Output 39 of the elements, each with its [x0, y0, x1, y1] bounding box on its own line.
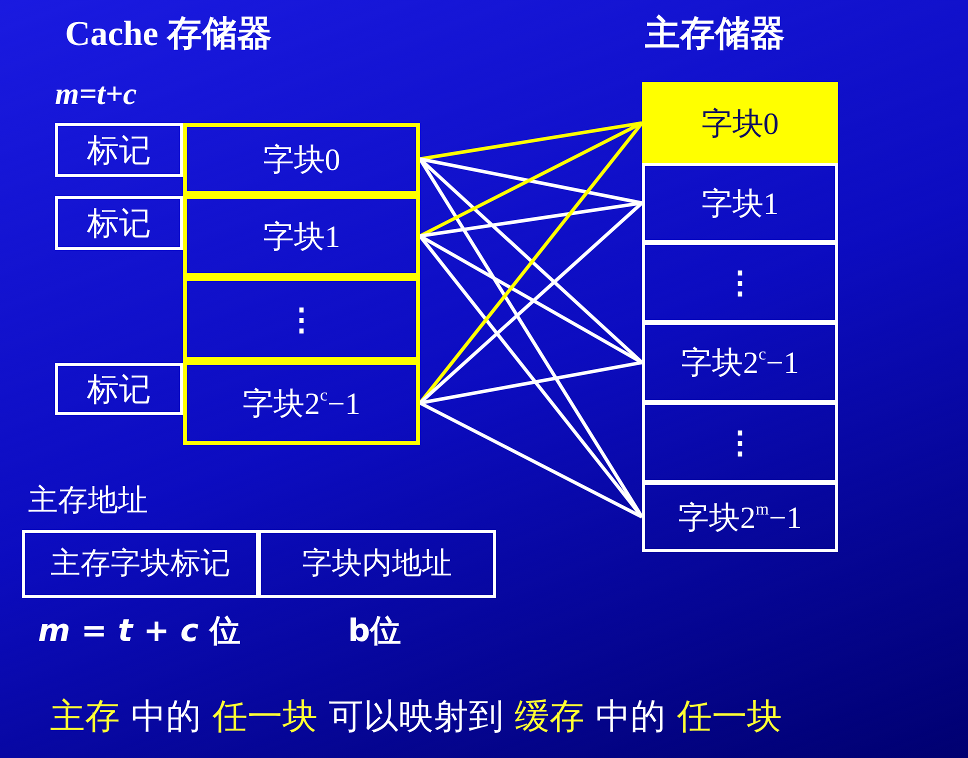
block-label: 字块2$^{m}$−1: [678, 502, 802, 532]
memory-block: [642, 163, 838, 243]
section-heading: 主存地址: [28, 486, 148, 516]
cache-block: [183, 361, 420, 445]
memory-block: [642, 242, 838, 323]
memory-block: [642, 322, 838, 403]
connector-line: [420, 121, 642, 161]
column-heading: 主存储器: [645, 16, 785, 51]
tag-box: [55, 196, 183, 250]
block-label: 字块0: [701, 108, 779, 138]
cache-block: [183, 277, 420, 361]
block-label: 字块2$^{c}$−1: [242, 388, 361, 418]
block-label: ⋮: [724, 267, 756, 298]
bit-width-label: b位: [348, 616, 402, 647]
cache-block: [183, 123, 420, 195]
memory-block: [642, 82, 838, 164]
connector-line: [420, 157, 642, 205]
tag-box: [55, 363, 183, 415]
block-label: 字块1: [701, 188, 779, 218]
block-label: 标记: [87, 373, 151, 405]
memory-block: [642, 482, 838, 552]
block-label: 字块2$^{c}$−1: [680, 347, 800, 378]
block-label: ⋮: [286, 304, 317, 334]
block-label: 标记: [87, 134, 151, 166]
caption: 主存 中的 任一块 可以映射到 缓存 中的 任一块: [50, 700, 782, 735]
block-label: 字块内地址: [302, 549, 452, 579]
block-label: ⋮: [724, 427, 756, 458]
connector-line: [420, 201, 642, 238]
connector-line: [419, 401, 643, 519]
cache-block: [183, 195, 420, 277]
tag-box: [55, 123, 183, 177]
block-label: 字块0: [262, 144, 340, 174]
block-label: 标记: [87, 207, 151, 239]
block-label: 主存字块标记: [50, 549, 230, 579]
block-label: 字块1: [262, 220, 340, 252]
column-heading: Cache 存储器: [65, 16, 272, 51]
bit-width-label: m = t + c 位: [38, 616, 240, 647]
formula-label: m=t+c: [55, 78, 137, 109]
memory-block: [642, 402, 838, 483]
